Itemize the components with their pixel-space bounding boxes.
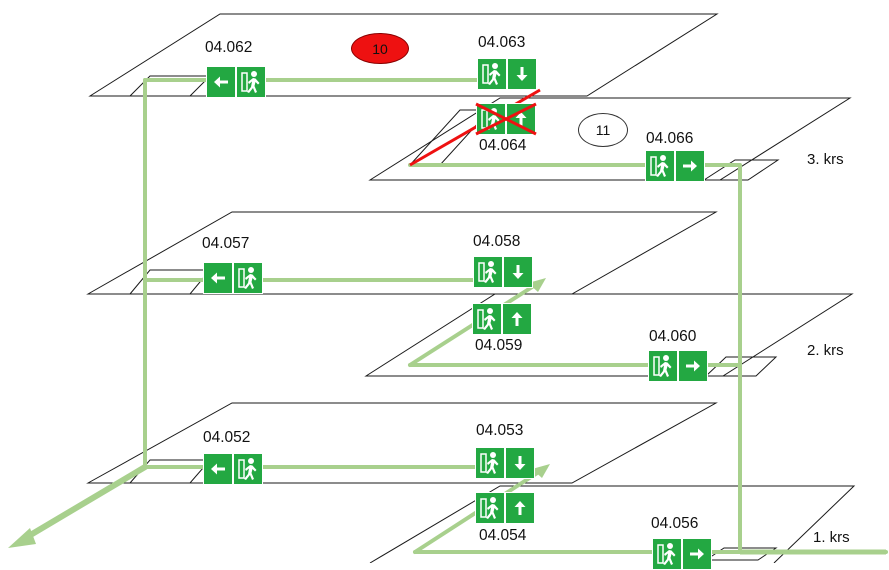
floor-label-2: 2. krs bbox=[807, 342, 844, 359]
running-man-icon bbox=[652, 538, 682, 570]
sign-label: 04.057 bbox=[202, 235, 250, 252]
arrow-right-icon bbox=[682, 538, 712, 570]
badge-11: 11 bbox=[578, 113, 628, 147]
exit-sign-04-058 bbox=[473, 256, 533, 288]
sign-label: 04.053 bbox=[476, 422, 524, 439]
running-man-icon bbox=[645, 150, 675, 182]
arrow-right-icon bbox=[675, 150, 705, 182]
sign-label: 04.063 bbox=[478, 34, 526, 51]
running-man-icon bbox=[233, 453, 263, 485]
blocked-route-line bbox=[409, 88, 541, 167]
sign-label: 04.052 bbox=[203, 429, 251, 446]
exit-sign-04-059 bbox=[472, 303, 532, 335]
exit-sign-04-056 bbox=[652, 538, 712, 570]
sign-label: 04.059 bbox=[475, 337, 523, 354]
floor-plate-2-lower bbox=[364, 293, 854, 377]
floor-plate-1-upper bbox=[86, 402, 718, 484]
exit-sign-04-060 bbox=[648, 350, 708, 382]
exit-sign-04-054 bbox=[475, 492, 535, 524]
running-man-icon bbox=[475, 492, 505, 524]
exit-sign-04-052 bbox=[203, 453, 263, 485]
running-man-icon bbox=[233, 262, 263, 294]
arrow-down-icon bbox=[505, 447, 535, 479]
exit-sign-04-062 bbox=[206, 66, 266, 98]
sign-label: 04.056 bbox=[651, 515, 699, 532]
running-man-icon bbox=[236, 66, 266, 98]
arrow-down-icon bbox=[507, 58, 537, 90]
sign-label: 04.060 bbox=[649, 328, 697, 345]
floor-label-3: 3. krs bbox=[807, 151, 844, 168]
sign-label: 04.062 bbox=[205, 39, 253, 56]
ramp-arrow-1 bbox=[532, 464, 550, 478]
floor-label-1: 1. krs bbox=[813, 529, 850, 546]
running-man-icon bbox=[475, 447, 505, 479]
floor-plate-3-lower bbox=[368, 97, 852, 181]
exit-sign-04-064 bbox=[475, 102, 537, 136]
arrow-down-icon bbox=[503, 256, 533, 288]
sign-label: 04.066 bbox=[646, 130, 694, 147]
route-right-stair bbox=[408, 163, 742, 554]
arrow-up-icon bbox=[506, 103, 536, 135]
exit-sign-04-066 bbox=[645, 150, 705, 182]
running-man-icon bbox=[476, 103, 506, 135]
floor-plate-2-upper bbox=[86, 211, 718, 295]
exit-sign-04-063 bbox=[477, 58, 537, 90]
sign-label: 04.054 bbox=[479, 527, 527, 544]
sign-label: 04.064 bbox=[479, 137, 527, 154]
arrow-left-icon bbox=[206, 66, 236, 98]
arrow-left-icon bbox=[203, 453, 233, 485]
badge-10: 10 bbox=[351, 33, 409, 64]
floor-plate-3-upper bbox=[88, 13, 719, 97]
sign-label: 04.058 bbox=[473, 233, 521, 250]
arrow-left-icon bbox=[203, 262, 233, 294]
running-man-icon bbox=[473, 256, 503, 288]
exit-arrow-left bbox=[8, 464, 148, 548]
running-man-icon bbox=[477, 58, 507, 90]
arrow-right-icon bbox=[678, 350, 708, 382]
running-man-icon bbox=[648, 350, 678, 382]
crossed-out-mark bbox=[475, 102, 537, 136]
ramp-arrow-2 bbox=[528, 278, 546, 292]
arrow-up-icon bbox=[502, 303, 532, 335]
floor-plate-1-lower bbox=[369, 485, 856, 563]
exit-sign-04-053 bbox=[475, 447, 535, 479]
running-man-icon bbox=[472, 303, 502, 335]
arrow-up-icon bbox=[505, 492, 535, 524]
exit-sign-04-057 bbox=[203, 262, 263, 294]
